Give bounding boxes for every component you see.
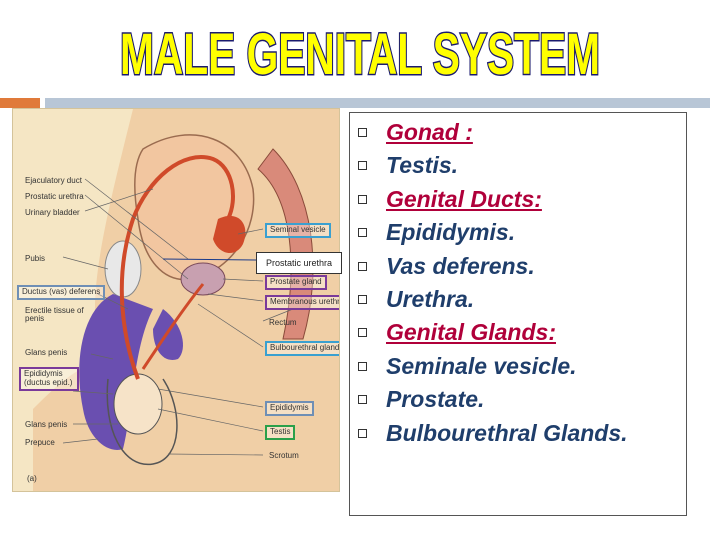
list-item: Testis. xyxy=(358,150,688,180)
list-item-text: Seminale vesicle. xyxy=(386,352,577,379)
square-bullet-icon xyxy=(358,395,367,405)
list-item: Gonad : xyxy=(358,117,688,147)
label-testis: Testis xyxy=(265,425,296,440)
label-erectile-tissue: Erectile tissue of penis xyxy=(25,306,84,323)
square-bullet-icon xyxy=(358,128,367,137)
square-bullet-icon xyxy=(358,295,367,304)
list-item: Vas deferens. xyxy=(358,251,688,281)
square-bullet-icon xyxy=(358,161,367,171)
page-title: MALE GENITAL SYSTEM xyxy=(0,18,720,90)
list-item-text: Prostate. xyxy=(386,386,485,413)
square-bullet-icon xyxy=(358,228,367,238)
label-ejaculatory-duct: Ejaculatory duct xyxy=(25,176,82,185)
anatomy-diagram: Ejaculatory duct Prostatic urethra Urina… xyxy=(12,108,340,492)
label-seminal-vesicle: Seminal vesicle xyxy=(265,223,331,238)
list-item-text: Vas deferens. xyxy=(386,252,535,279)
list-item-text: Testis. xyxy=(386,152,459,179)
label-glans-penis: Glans penis xyxy=(25,420,68,429)
list-item: Epididymis. xyxy=(358,217,688,247)
top-accent-bar xyxy=(0,98,40,108)
square-bullet-icon xyxy=(358,261,367,271)
label-rectum: Rectum xyxy=(269,318,297,327)
label-pubis: Pubis xyxy=(25,254,46,263)
list-item: Bulbourethral Glands. xyxy=(358,418,688,448)
label-scrotum: Scrotum xyxy=(269,451,299,460)
list-item-text: Bulbourethral Glands. xyxy=(386,419,628,446)
list-item: Seminale vesicle. xyxy=(358,351,688,381)
content-panel xyxy=(349,112,687,516)
square-bullet-icon xyxy=(358,194,367,204)
list-item: Genital Ducts: xyxy=(358,184,688,214)
list-item: Urethra. xyxy=(358,284,688,314)
list-heading: Genital Glands: xyxy=(386,319,556,346)
label-urinary-bladder: Urinary bladder xyxy=(25,208,80,217)
list-item-text: Urethra. xyxy=(386,286,475,312)
figure-letter: (a) xyxy=(27,474,37,483)
list-item-text: Epididymis. xyxy=(386,219,516,246)
list-heading: Genital Ducts: xyxy=(386,185,542,212)
square-bullet-icon xyxy=(358,328,367,338)
list-heading: Gonad : xyxy=(386,119,473,145)
label-prepuce: Prepuce xyxy=(25,438,55,447)
anatomy-illustration xyxy=(33,109,339,491)
title-text: MALE GENITAL SYSTEM xyxy=(120,22,600,87)
label-glans-penis-upper: Glans penis xyxy=(25,348,68,357)
label-epididymis: Epididymis xyxy=(265,401,314,416)
list-item: Genital Glands: xyxy=(358,317,688,347)
list-item: Prostate. xyxy=(358,384,688,414)
label-prostatic-urethra: Prostatic urethra xyxy=(25,192,84,201)
top-divider-bar xyxy=(45,98,710,108)
prostatic-urethra-callout: Prostatic urethra xyxy=(256,252,342,274)
square-bullet-icon xyxy=(358,428,367,438)
label-bulbourethral-gland: Bulbourethral gland xyxy=(265,341,339,356)
label-prostate-gland: Prostate gland xyxy=(265,275,327,290)
label-membranous-urethra: Membranous urethra xyxy=(265,295,339,310)
square-bullet-icon xyxy=(358,361,367,371)
label-ductus-deferens: Ductus (vas) deferens xyxy=(17,285,106,300)
label-epididymis-left: Epididymis (ductus epid.) xyxy=(19,367,79,391)
